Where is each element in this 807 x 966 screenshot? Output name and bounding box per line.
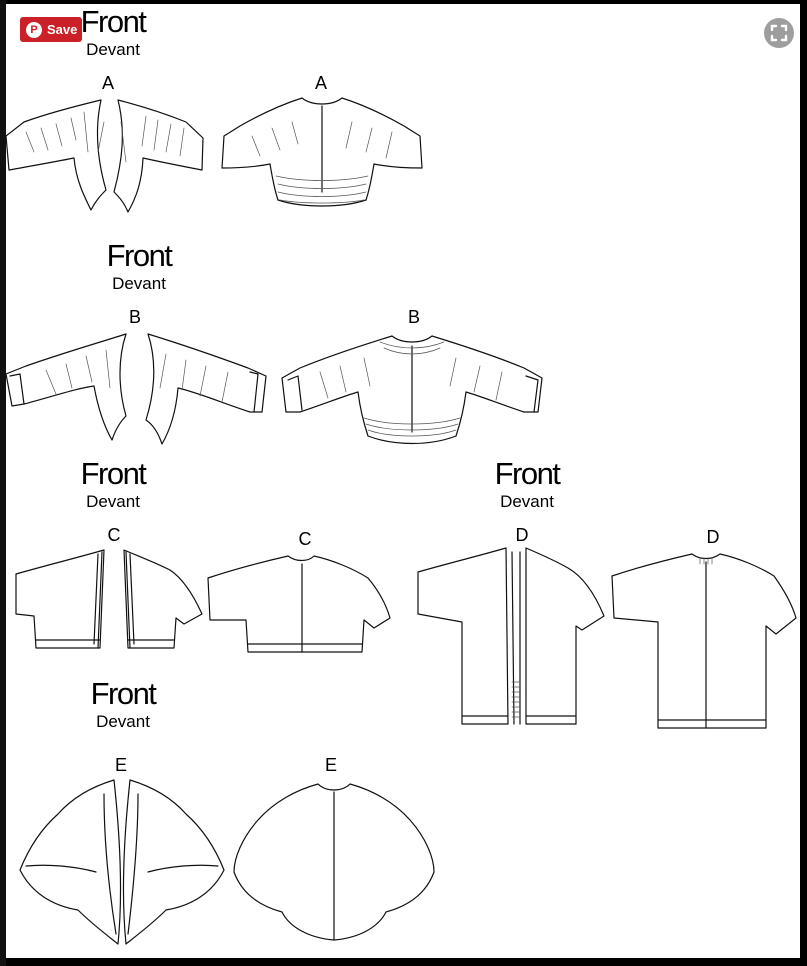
save-button[interactable]: P Save <box>20 17 82 42</box>
view-c-back-letter: C <box>298 529 312 549</box>
front-label: Front <box>80 456 147 491</box>
view-b-back-letter: B <box>407 307 420 327</box>
view-a-front-letter: A <box>101 73 114 93</box>
expand-icon <box>770 24 788 42</box>
view-a-back-drawing <box>221 97 423 207</box>
view-b-back-drawing <box>281 335 543 445</box>
left-dark-edge <box>0 0 6 966</box>
view-e-back-letter: E <box>324 755 337 775</box>
view-e-heading: Front Devant <box>78 678 168 730</box>
view-c-heading: Front Devant <box>68 458 158 510</box>
view-e-back-drawing <box>233 783 435 941</box>
view-d-back-drawing <box>611 553 797 729</box>
devant-label: Devant <box>500 492 554 511</box>
view-c-front-letter: C <box>107 525 121 545</box>
front-label: Front <box>80 4 147 39</box>
front-label: Front <box>494 456 561 491</box>
view-a-heading: Front Devant <box>68 6 158 58</box>
devant-label: Devant <box>96 712 150 731</box>
view-b-front-drawing <box>6 333 267 445</box>
view-c-back-drawing <box>207 555 391 653</box>
save-label: Save <box>47 22 78 37</box>
pattern-image: P Save Front Devant A A Front Devant B B <box>6 4 800 958</box>
view-a-front-drawing <box>6 99 204 213</box>
view-e-front-drawing <box>19 779 225 945</box>
front-label: Front <box>90 676 157 711</box>
pinterest-icon: P <box>26 21 42 38</box>
view-b-heading: Front Devant <box>94 240 184 292</box>
view-a-back-letter: A <box>314 73 327 93</box>
view-d-front-letter: D <box>515 525 529 545</box>
view-e-front-letter: E <box>114 755 127 775</box>
devant-label: Devant <box>86 40 140 59</box>
view-d-heading: Front Devant <box>482 458 572 510</box>
view-c-front-drawing <box>15 549 203 649</box>
expand-button[interactable] <box>764 18 794 48</box>
devant-label: Devant <box>86 492 140 511</box>
view-d-back-letter: D <box>706 527 720 547</box>
devant-label: Devant <box>112 274 166 293</box>
view-d-front-drawing <box>417 547 605 725</box>
view-b-front-letter: B <box>128 307 141 327</box>
front-label: Front <box>106 238 173 273</box>
